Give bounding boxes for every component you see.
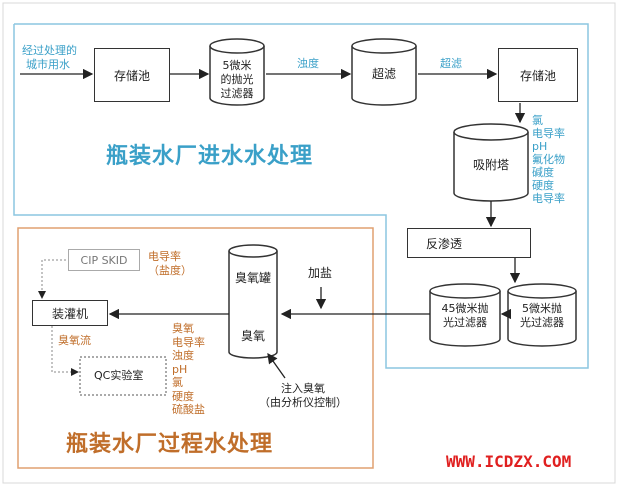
section-title-2: 瓶装水厂过程水处理 — [66, 432, 274, 457]
filter-45-line-2: 光过滤器 — [443, 315, 487, 329]
filter-5-line-1: 5微米抛 — [522, 302, 562, 315]
qc-params-list: 臭氧 电导率 浊度 pH 氯 硬度 硫酸盐 — [172, 322, 205, 417]
param-right-2: pH — [532, 140, 548, 153]
input-label-2: 城市用水 — [26, 58, 70, 71]
polish-filter-line-1: 5微米 — [222, 59, 252, 72]
storage-tank-2: 存储池 — [498, 48, 578, 102]
qc-param-5: 硬度 — [172, 389, 194, 403]
param-right-6: 电导率 — [532, 192, 565, 205]
params-right-list: 氯 电导率 pH 氟化物 碱度 硬度 电导率 — [532, 114, 565, 205]
cip-param-1: （盐度） — [148, 264, 192, 277]
filter-45-label: 45微米抛 光过滤器 — [430, 302, 500, 330]
inject-ozone-label: 注入臭氧 （由分析仪控制） — [258, 382, 348, 410]
filler-label: 装灌机 — [51, 306, 88, 321]
storage-tank-2-label: 存储池 — [519, 68, 556, 83]
storage-tank-1: 存储池 — [94, 48, 170, 102]
polish-filter-line-2: 的抛光 — [220, 72, 254, 86]
section-1-region — [13, 23, 589, 369]
storage-tank-1-label: 存储池 — [113, 68, 150, 83]
qc-param-4: 氯 — [172, 376, 183, 389]
inject-ozone-line-1: 注入臭氧 — [281, 382, 325, 395]
filter-5-cylinder — [507, 283, 577, 347]
reverse-osmosis-label: 反渗透 — [426, 236, 463, 251]
qc-param-2: 浊度 — [172, 349, 194, 362]
polish-filter-line-3: 过滤器 — [220, 86, 254, 100]
watermark-text: WWW.ICDZX.COM — [446, 452, 572, 471]
cip-param-0: 电导率 — [148, 250, 181, 263]
add-salt-label: 加盐 — [308, 266, 333, 280]
filter-5-label: 5微米抛 光过滤器 — [508, 302, 576, 330]
qc-param-6: 硫酸盐 — [172, 403, 205, 416]
filter-45-line-1: 45微米抛 — [441, 302, 489, 315]
reverse-osmosis-box: 反渗透 — [407, 228, 531, 258]
cip-params: 电导率 （盐度） — [148, 250, 192, 278]
inject-ozone-line-2: （由分析仪控制） — [259, 396, 347, 409]
qc-param-1: 电导率 — [172, 335, 205, 349]
param-right-3: 氟化物 — [532, 153, 565, 166]
param-right-0: 氯 — [532, 114, 543, 127]
qc-lab-box — [79, 356, 167, 396]
cip-skid-box: CIP SKID — [68, 249, 140, 271]
filter-5-line-2: 光过滤器 — [520, 315, 564, 329]
ultrafilter-arrow-label: 超滤 — [440, 57, 462, 70]
input-label-1: 经过处理的 — [22, 44, 77, 57]
polish-filter-cylinder — [209, 38, 265, 106]
param-right-5: 硬度 — [532, 179, 554, 192]
filler-box: 装灌机 — [32, 300, 108, 326]
param-right-1: 电导率 — [532, 127, 565, 140]
qc-param-0: 臭氧 — [172, 322, 194, 335]
ozone-tank-bottom-label: 臭氧 — [240, 329, 265, 343]
param-right-4: 碱度 — [532, 166, 554, 179]
filter-45-cylinder — [429, 283, 501, 347]
adsorption-tower-label: 吸附塔 — [472, 158, 509, 172]
adsorption-tower-cylinder — [453, 123, 529, 202]
section-title-1: 瓶装水厂进水水处理 — [106, 144, 314, 169]
ozone-tank-cylinder — [228, 244, 278, 359]
ozone-flow-label: 臭氧流 — [58, 334, 91, 347]
polish-filter-label: 5微米 的抛光 过滤器 — [212, 59, 262, 100]
qc-lab-label: QC实验室 — [94, 369, 144, 382]
turbidity-label: 浊度 — [297, 57, 319, 70]
ultrafilter-cylinder — [351, 38, 417, 106]
cip-skid-label: CIP SKID — [80, 253, 128, 267]
ozone-tank-top-label: 臭氧罐 — [234, 271, 271, 285]
qc-param-3: pH — [172, 362, 188, 376]
section-2-region — [17, 227, 374, 469]
ultrafilter-label: 超滤 — [371, 67, 396, 81]
